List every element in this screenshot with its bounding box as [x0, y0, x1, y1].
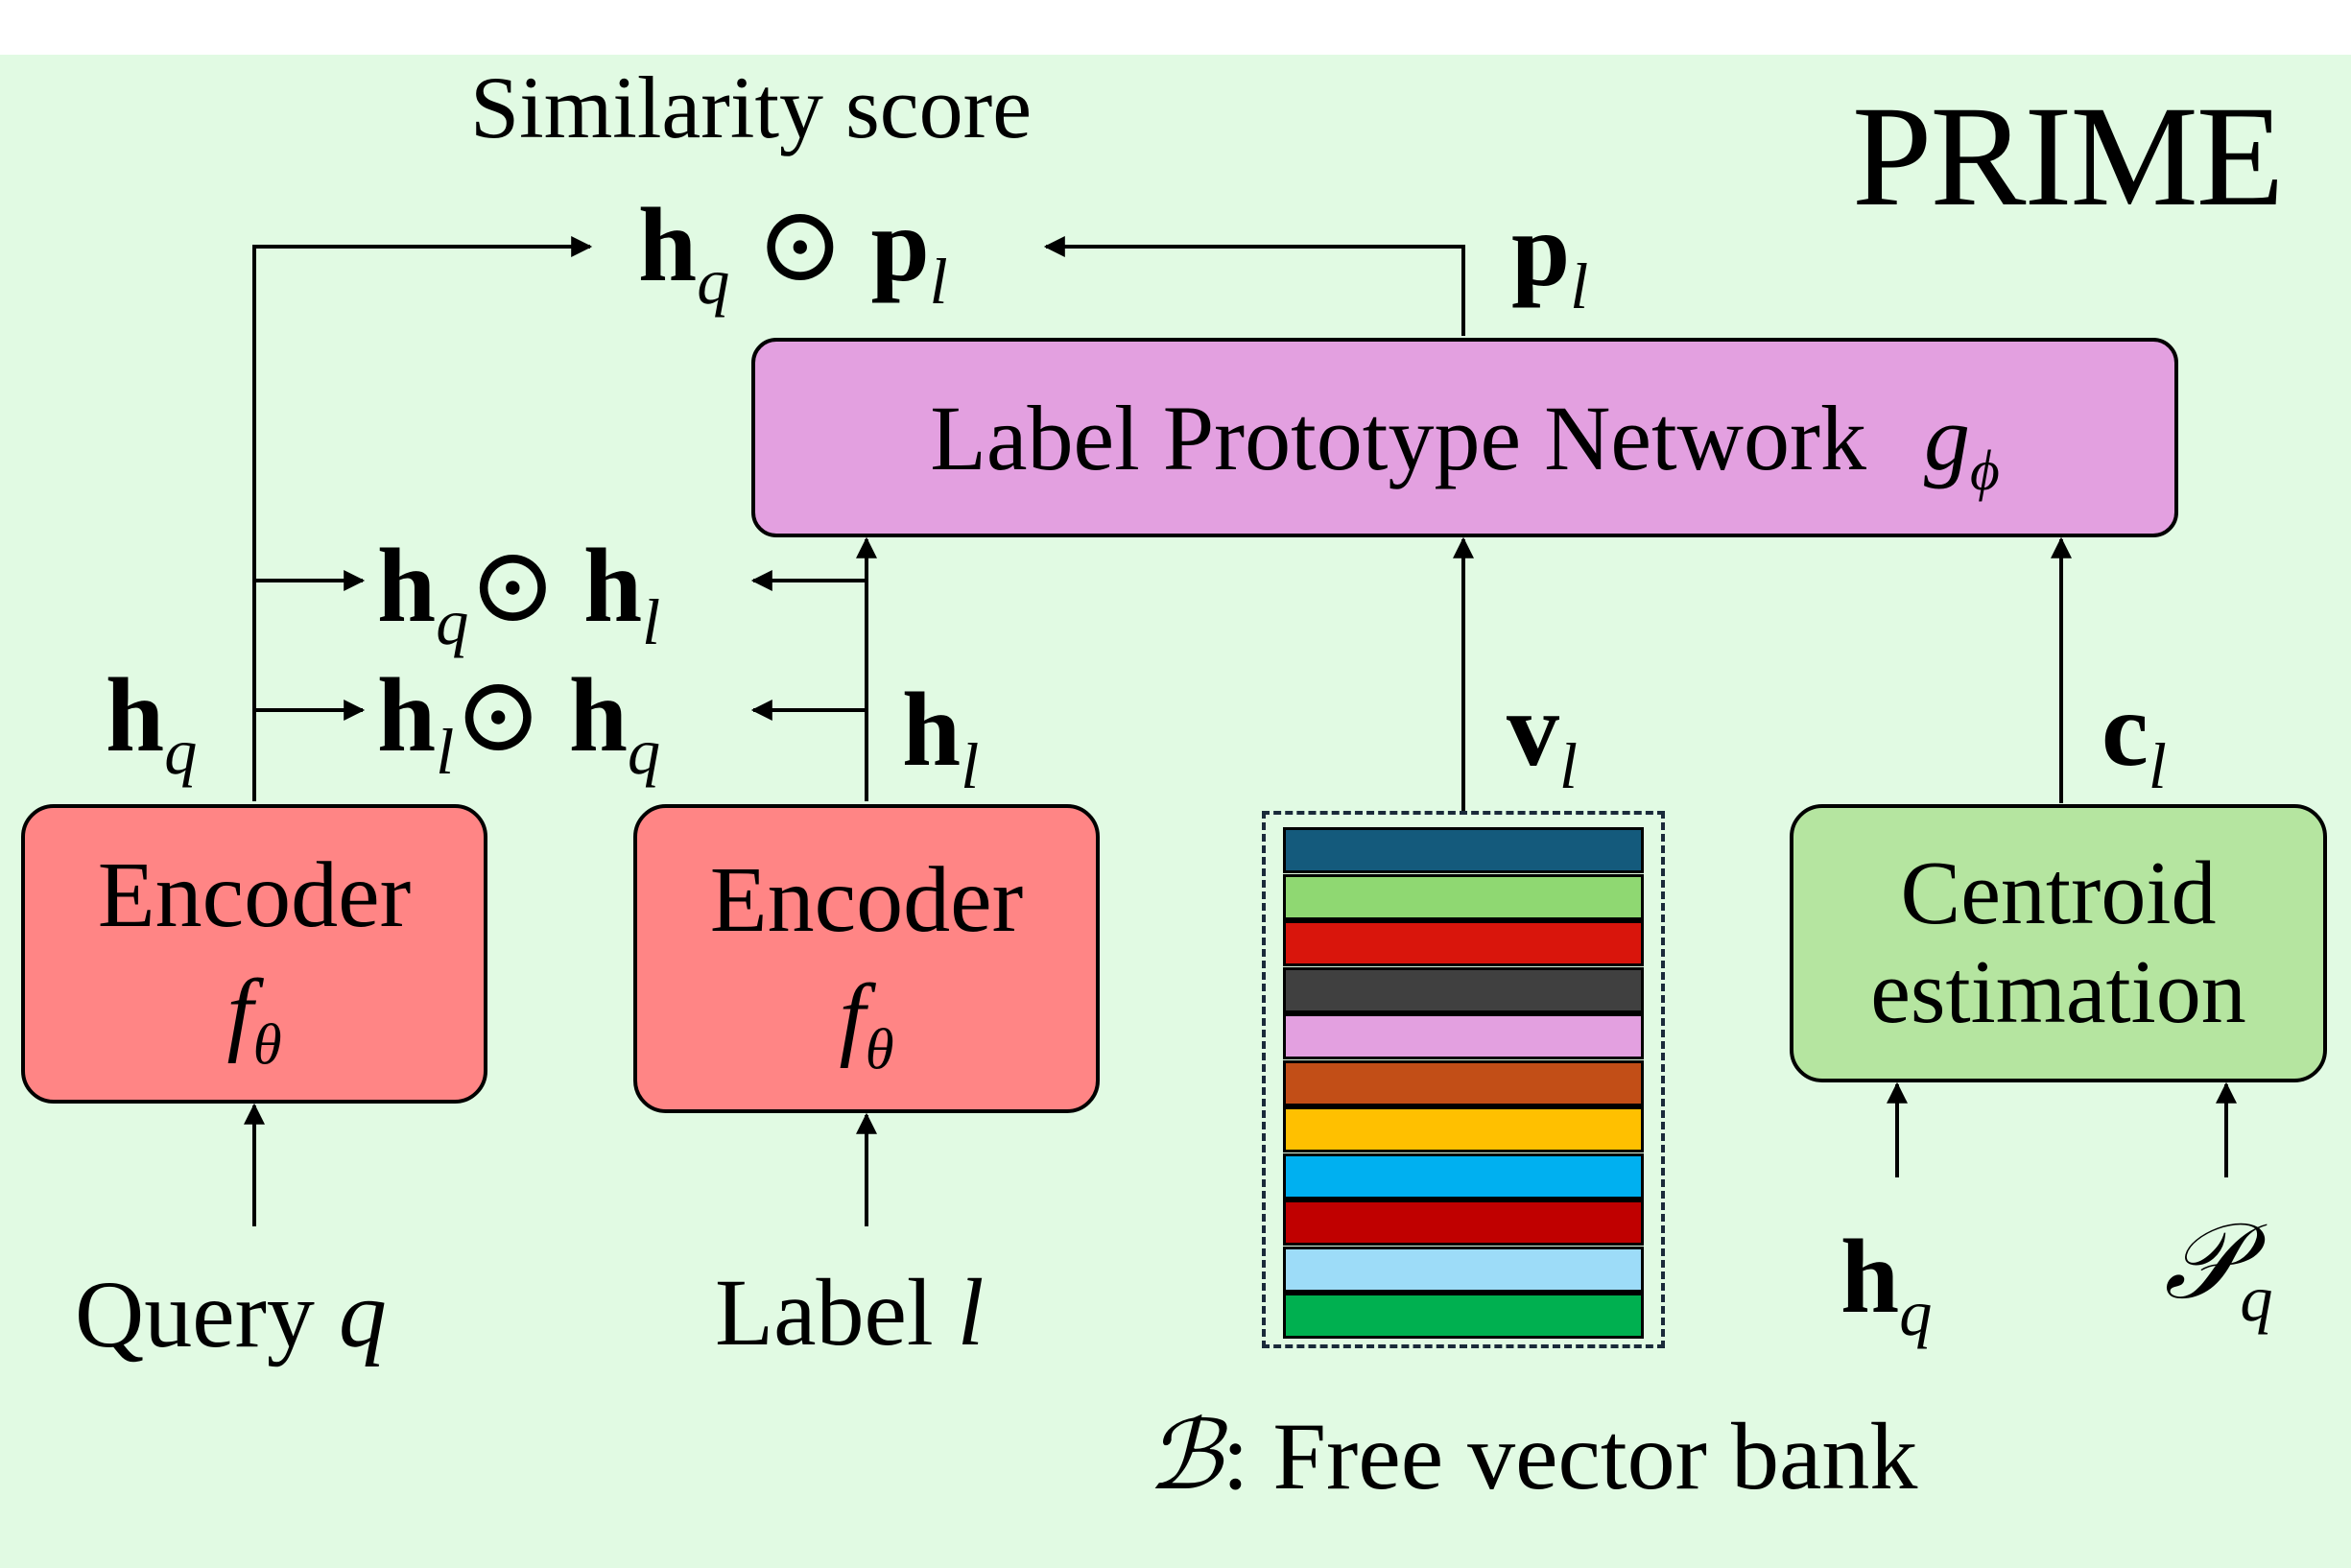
hq-to-similarity-arrow: [252, 236, 593, 801]
centroid-estimation-box: Centroid estimation: [1790, 804, 2327, 1082]
label-input-label: Label l: [715, 1259, 985, 1366]
query-input-label: Query q: [75, 1261, 387, 1367]
vector-bank-stripe: [1283, 1013, 1644, 1059]
cl-label: cl: [2102, 671, 2167, 802]
similarity-score-label: Similarity score: [470, 59, 1033, 156]
label-encoder-title: Encoder: [709, 848, 1024, 952]
vector-bank-stripe: [1283, 1293, 1644, 1339]
pl-to-similarity-arrow: [1043, 236, 1465, 336]
label-encoder-symbol: fθ: [839, 965, 894, 1082]
interaction-row-2: hl⊙ hq: [377, 656, 661, 788]
vector-bank-stripe: [1283, 873, 1644, 920]
hl-label: hl: [902, 671, 980, 802]
lpn-text: Label Prototype Network: [930, 386, 1866, 489]
vector-bank-stripe: [1283, 827, 1644, 873]
label-prototype-network-box: Label Prototype Network gϕ: [751, 338, 2178, 537]
query-encoder-symbol: fθ: [226, 961, 282, 1078]
label-encoder-box: Encoder fθ: [633, 804, 1100, 1113]
pl-label: pl: [1511, 191, 1589, 322]
free-vector-bank: [1262, 811, 1665, 1348]
centroid-line-1: Centroid: [1900, 843, 2217, 943]
centroid-input-pq: 𝒫q: [2164, 1203, 2273, 1335]
centroid-input-hq: hq: [1840, 1218, 1933, 1349]
vector-bank-stripe: [1283, 1106, 1644, 1152]
vector-bank-stripe: [1283, 966, 1644, 1013]
interaction-row-1: hq⊙ hl: [377, 527, 661, 658]
vector-bank-stripe: [1283, 1246, 1644, 1293]
vector-bank-stripe: [1283, 920, 1644, 966]
centroid-line-2: estimation: [1870, 942, 2246, 1042]
vector-bank-symbol: ℬ: [1147, 1403, 1223, 1509]
similarity-expression: hq ⊙ pl: [638, 186, 948, 318]
query-encoder-title: Encoder: [97, 843, 412, 947]
query-encoder-box: Encoder fθ: [21, 804, 487, 1104]
lpn-symbol: gϕ: [1923, 386, 2000, 502]
vector-bank-stripe: [1283, 1152, 1644, 1200]
vector-bank-stripe: [1283, 1200, 1644, 1246]
hq-label: hq: [106, 656, 198, 788]
vector-bank-caption: ℬ: Free vector bank: [1147, 1403, 1918, 1509]
diagram-title: PRIME: [1852, 77, 2284, 236]
vector-bank-stripe: [1283, 1059, 1644, 1106]
vl-label: vl: [1507, 671, 1578, 802]
